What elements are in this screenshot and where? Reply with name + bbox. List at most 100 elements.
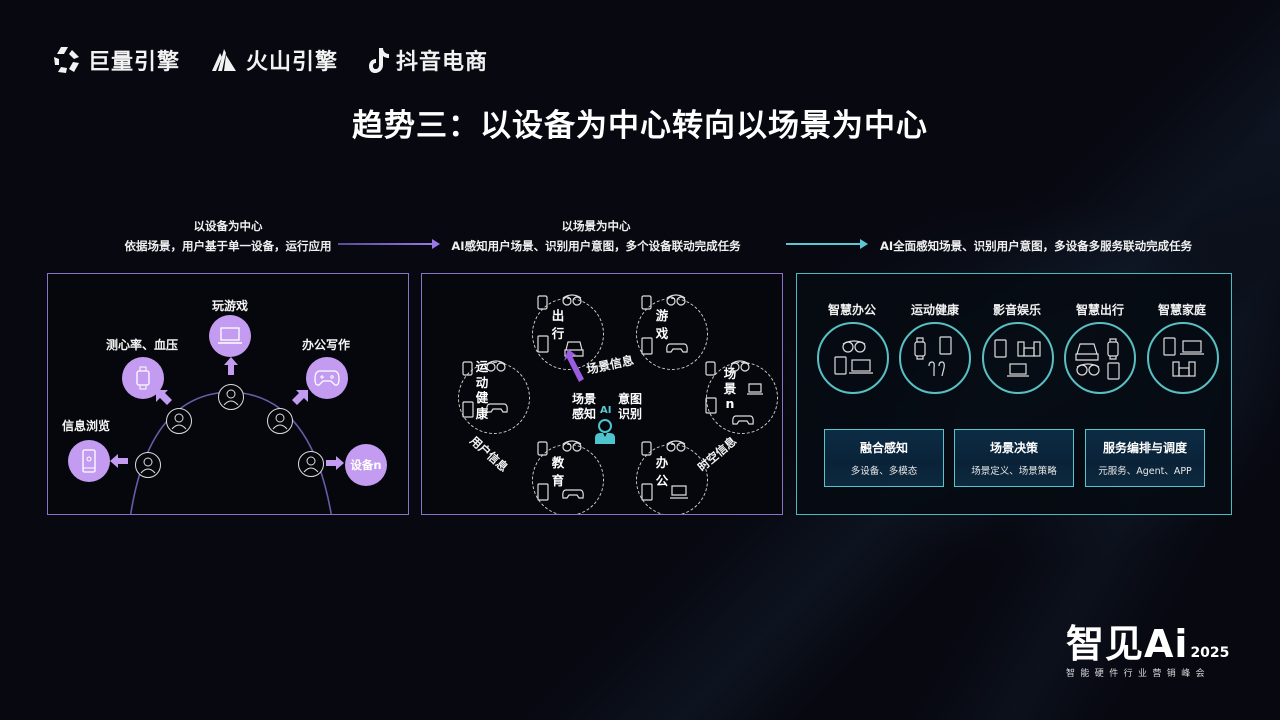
logo-huoshan-text: 火山引擎 [246,50,339,75]
partner-logos: 巨量引擎 火山引擎 抖音电商 [52,44,488,76]
fusion-perception-desc: 多设备、多模态 [850,466,918,477]
scene-decision-box: 场景决策 场景定义、场景策略 [954,429,1074,487]
service-orchestration-title: 服务编排与调度 [1102,441,1187,455]
scene-travel [532,298,604,370]
category-entertainment-label: 影音娱乐 [992,303,1041,317]
brand-year: 2025 [1190,645,1230,661]
user-icon [171,413,187,430]
service-orchestration-desc: 元服务、Agent、APP [1098,466,1192,477]
scene-travel-devices [537,294,584,357]
user-icon [223,389,239,406]
logo-douyin: 抖音电商 [368,44,488,76]
scene-game [636,298,708,370]
user-icon [272,413,288,430]
scene-health-label: 运动健康 [475,359,489,421]
smart-home-devices [1163,337,1204,377]
brand-main: 智见Ai [1066,622,1189,666]
user-icon [140,457,156,474]
scene-education [532,444,604,514]
scene-n-devices [705,360,763,425]
user-avatar [267,408,293,434]
category-entertainment [982,322,1054,394]
arrow-right-icon [326,456,344,470]
brand-subtitle: 智能硬件行业营销峰会 [1066,669,1211,679]
label-info-browse: 信息浏览 [62,419,111,433]
column-2-header: 以场景为中心 AI感知用户场景、识别用户意图，多个设备联动完成任务 [436,216,756,256]
entertainment-devices [994,339,1041,377]
logo-douyin-text: 抖音电商 [396,50,489,75]
device-laptop [209,315,251,357]
label-office-writing: 办公写作 [302,338,351,352]
category-smart-office-label: 智慧办公 [827,303,876,317]
center-perception-label: 场景感知 [572,392,597,421]
column-2-subtitle: AI感知用户场景、识别用户意图，多个设备联动完成任务 [451,239,741,253]
label-heart-rate: 测心率、血压 [106,338,179,352]
user-avatar [135,452,161,478]
ai-user-icon [595,419,615,444]
logo-huoshan: 火山引擎 [210,44,338,76]
logo-juliang-text: 巨量引擎 [88,50,181,75]
juliang-logo-icon [54,47,79,73]
category-health-label: 运动健康 [910,303,959,317]
fusion-perception-title: 融合感知 [859,441,908,455]
health-devices [914,336,952,377]
scene-travel-label: 出行 [551,308,565,341]
gamepad-icon [314,370,340,386]
category-smart-office [817,322,889,394]
column-1-heading: 以设备为中心 [193,219,263,233]
smart-office-devices [834,340,873,375]
page-title: 趋势三：以设备为中心转向以场景为中心 [352,108,928,144]
category-smart-home-label: 智慧家庭 [1157,303,1206,317]
column-3-subtitle: AI全面感知场景、识别用户意图，多设备多服务联动完成任务 [880,239,1193,253]
scene-health-devices [462,360,508,418]
device-n-label: 设备n [350,458,382,472]
device-centric-panel: 信息浏览 测心率、血压 玩游戏 办公写作 设备n [47,273,409,515]
device-gamepad [306,357,348,399]
device-n: 设备n [345,444,387,486]
douyin-note-icon [369,48,390,73]
scene-office [636,444,708,514]
category-health [899,322,971,394]
scene-office-devices [641,440,688,501]
scene-game-devices [641,294,688,355]
scene-office-label: 办公 [655,455,669,488]
scene-decision-desc: 场景定义、场景策略 [971,466,1057,477]
column-2-heading: 以场景为中心 [561,219,631,233]
user-avatar [298,451,324,477]
arrow-up-left-icon [156,390,172,405]
watch-icon [136,366,150,390]
category-smart-travel-label: 智慧出行 [1075,303,1124,317]
ai-label: AI [600,405,612,416]
logo-juliang: 巨量引擎 [52,44,180,76]
scene-game-label: 游戏 [655,308,669,341]
arrow-up-icon [224,357,238,375]
center-intent-label: 意图识别 [618,392,643,421]
service-orchestration-box: 服务编排与调度 元服务、Agent、APP [1085,429,1205,487]
laptop-icon [218,327,242,344]
category-smart-home [1147,322,1219,394]
transition-arrow-1 [338,239,440,249]
smart-travel-devices [1075,338,1120,380]
category-smart-travel [1064,322,1136,394]
column-1-subtitle: 依据场景，用户基于单一设备，运行应用 [124,239,332,253]
fusion-perception-box: 融合感知 多设备、多模态 [824,429,944,487]
scene-health [458,362,530,434]
user-avatar [166,408,192,434]
column-3-header: AI全面感知场景、识别用户意图，多设备多服务联动完成任务 [880,236,1230,256]
label-play-game: 玩游戏 [212,299,249,313]
scene-education-label: 教育 [551,455,565,488]
full-scene-panel: 智慧办公 运动健康 影音娱乐 智慧出行 智慧家庭 [796,273,1232,515]
volcano-logo-icon [212,49,237,71]
transition-arrow-2 [786,239,868,249]
scene-education-devices [537,440,584,501]
column-1-header: 以设备为中心 依据场景，用户基于单一设备，运行应用 [100,216,356,256]
user-icon [303,456,319,473]
phone-icon [82,449,96,473]
user-avatar [218,384,244,410]
scene-info-arrow [564,349,584,382]
scene-decision-title: 场景决策 [989,441,1038,455]
device-phone [68,440,110,482]
